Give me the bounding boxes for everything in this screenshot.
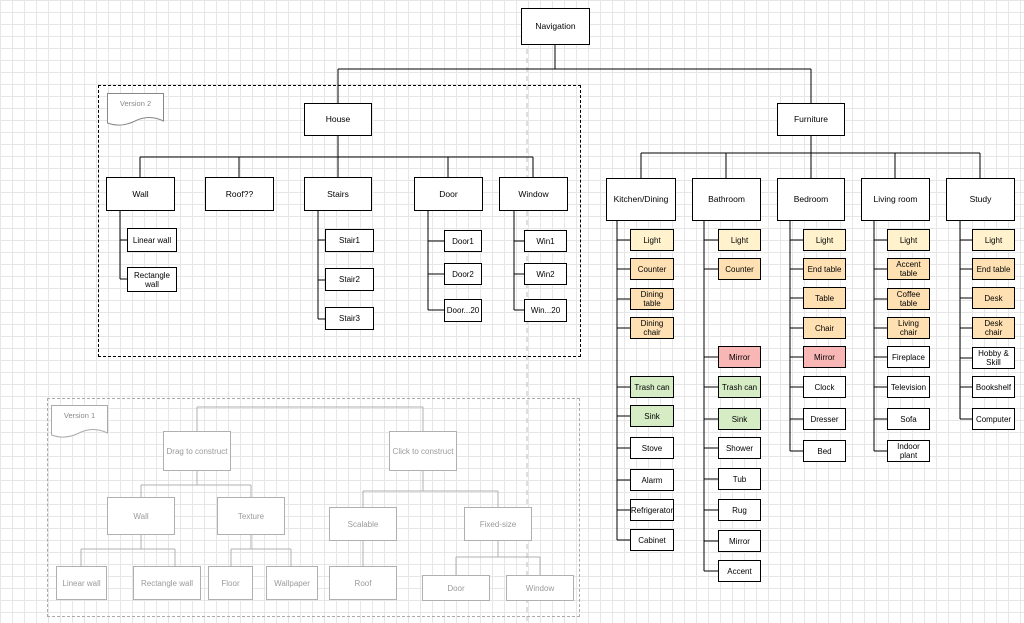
door-1-node[interactable]: Door1 (444, 230, 482, 252)
v1-wallpaper-node[interactable]: Wallpaper (266, 566, 318, 600)
v1-scalable-node[interactable]: Scalable (329, 507, 397, 541)
version-1-frame (47, 398, 580, 617)
kitchen-item-counter[interactable]: Counter (630, 258, 674, 280)
v1-click-node[interactable]: Click to construct (389, 431, 457, 471)
bedroom-item-chair[interactable]: Chair (803, 317, 846, 339)
kitchen-item-sink[interactable]: Sink (630, 405, 674, 427)
study-item-end-table[interactable]: End table (972, 258, 1015, 280)
bathroom-item-mirror-2[interactable]: Mirror (718, 530, 761, 552)
bathroom-item-shower[interactable]: Shower (718, 437, 761, 459)
room-bathroom-node[interactable]: Bathroom (692, 178, 761, 221)
furniture-node[interactable]: Furniture (777, 103, 845, 136)
living-item-light[interactable]: Light (887, 229, 930, 251)
bedroom-item-mirror[interactable]: Mirror (803, 346, 846, 368)
stair-3-node[interactable]: Stair3 (325, 307, 374, 330)
rectangle-wall-node[interactable]: Rectangle wall (127, 267, 177, 292)
bathroom-item-rug[interactable]: Rug (718, 499, 761, 521)
bathroom-item-tub[interactable]: Tub (718, 468, 761, 490)
study-item-hobby-skill[interactable]: Hobby & Skill (972, 347, 1015, 369)
living-item-living-chair[interactable]: Living chair (887, 317, 930, 339)
kitchen-item-stove[interactable]: Stove (630, 437, 674, 459)
stair-2-node[interactable]: Stair2 (325, 268, 374, 291)
v1-fixed-size-node[interactable]: Fixed-size (464, 507, 532, 541)
bathroom-item-sink[interactable]: Sink (718, 408, 761, 430)
wall-node[interactable]: Wall (106, 177, 175, 211)
kitchen-item-refrigerator[interactable]: Refrigerator (630, 499, 674, 521)
roof-node[interactable]: Roof?? (205, 177, 274, 211)
study-item-light[interactable]: Light (972, 229, 1015, 251)
study-item-desk[interactable]: Desk (972, 287, 1015, 309)
study-item-computer[interactable]: Computer (972, 408, 1015, 430)
kitchen-item-trash-can[interactable]: Trash can (630, 376, 674, 398)
bedroom-item-table[interactable]: Table (803, 287, 846, 309)
bathroom-item-trash-can[interactable]: Trash can (718, 376, 761, 398)
v1-door-node[interactable]: Door (422, 575, 490, 601)
room-kitchen-node[interactable]: Kitchen/Dining (606, 178, 676, 221)
window-node[interactable]: Window (499, 177, 568, 211)
stairs-node[interactable]: Stairs (304, 177, 372, 211)
kitchen-item-dining-chair[interactable]: Dining chair (630, 317, 674, 339)
room-living-node[interactable]: Living room (861, 178, 930, 221)
living-item-television[interactable]: Television (887, 376, 930, 398)
bedroom-item-bed[interactable]: Bed (803, 440, 846, 462)
v1-linear-wall-node[interactable]: Linear wall (56, 566, 107, 600)
bedroom-item-clock[interactable]: Clock (803, 376, 846, 398)
room-study-node[interactable]: Study (946, 178, 1015, 221)
v1-window-node[interactable]: Window (506, 575, 574, 601)
linear-wall-node[interactable]: Linear wall (127, 228, 177, 252)
win-20-node[interactable]: Win...20 (524, 299, 567, 322)
kitchen-item-cabinet[interactable]: Cabinet (630, 529, 674, 551)
kitchen-item-dining-table[interactable]: Dining table (630, 288, 674, 310)
version-2-frame (98, 85, 581, 357)
living-item-fireplace[interactable]: Fireplace (887, 346, 930, 368)
bedroom-item-dresser[interactable]: Dresser (803, 408, 846, 430)
v1-texture-node[interactable]: Texture (217, 497, 285, 535)
version-1-label: Version 1 (51, 405, 108, 441)
bedroom-item-light[interactable]: Light (803, 229, 846, 251)
win-2-node[interactable]: Win2 (524, 263, 567, 285)
living-item-coffee-table[interactable]: Coffee table (887, 288, 930, 310)
door-20-node[interactable]: Door...20 (444, 299, 482, 322)
bathroom-item-counter[interactable]: Counter (718, 258, 761, 280)
win-1-node[interactable]: Win1 (524, 230, 567, 252)
study-item-desk-chair[interactable]: Desk chair (972, 317, 1015, 339)
house-node[interactable]: House (304, 103, 372, 136)
bedroom-item-end-table[interactable]: End table (803, 258, 846, 280)
bathroom-item-mirror[interactable]: Mirror (718, 346, 761, 368)
bathroom-item-accent[interactable]: Accent (718, 560, 761, 582)
living-item-sofa[interactable]: Sofa (887, 408, 930, 430)
v1-rectangle-wall-node[interactable]: Rectangle wall (133, 566, 201, 600)
v1-roof-node[interactable]: Roof (329, 566, 397, 600)
kitchen-item-light[interactable]: Light (630, 229, 674, 251)
bathroom-item-light[interactable]: Light (718, 229, 761, 251)
study-item-bookshelf[interactable]: Bookshelf (972, 376, 1015, 398)
living-item-indoor-plant[interactable]: Indoor plant (887, 440, 930, 462)
stair-1-node[interactable]: Stair1 (325, 229, 374, 252)
v1-floor-node[interactable]: Floor (208, 566, 253, 600)
kitchen-item-alarm[interactable]: Alarm (630, 469, 674, 491)
version-2-label: Version 2 (107, 93, 164, 129)
v1-drag-node[interactable]: Drag to construct (163, 431, 231, 471)
door-2-node[interactable]: Door2 (444, 263, 482, 285)
living-item-accent-table[interactable]: Accent table (887, 258, 930, 280)
v1-wall-node[interactable]: Wall (107, 497, 175, 535)
navigation-node[interactable]: Navigation (521, 8, 590, 45)
door-node[interactable]: Door (414, 177, 483, 211)
room-bedroom-node[interactable]: Bedroom (777, 178, 845, 221)
